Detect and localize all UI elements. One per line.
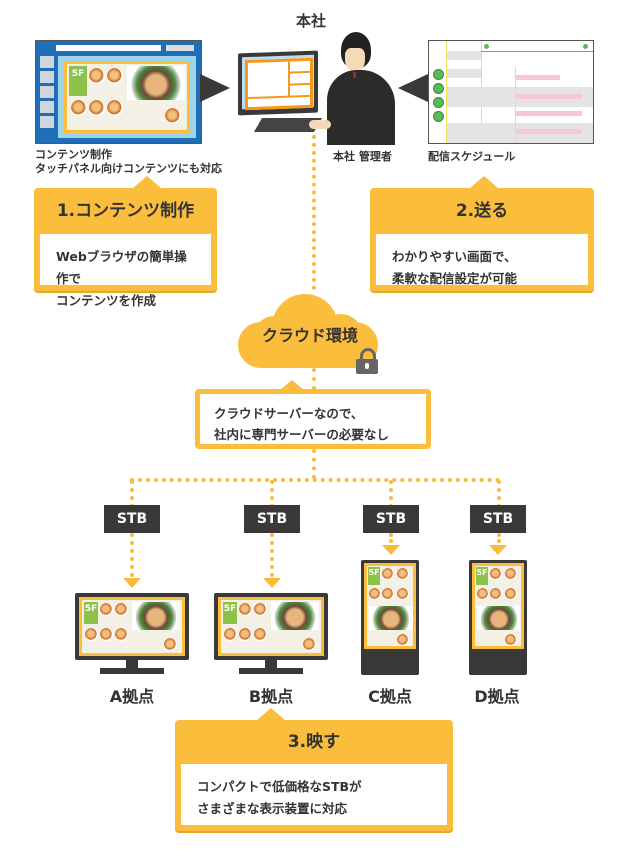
sign-floor-badge: 5F xyxy=(84,602,98,624)
schedule-bar xyxy=(516,75,560,80)
step-title: 2.送る xyxy=(455,201,509,221)
manager-tie xyxy=(353,72,356,78)
schedule-dot xyxy=(433,97,444,108)
connector-hq-cloud xyxy=(312,135,316,290)
arrow-down-icon xyxy=(489,545,507,555)
address-bar xyxy=(56,45,161,51)
monitor-base-a xyxy=(100,668,164,674)
connector-d xyxy=(497,480,501,508)
sign-floor-badge: 5F xyxy=(69,66,87,96)
editor-canvas: 5F xyxy=(58,56,196,138)
display-a: 5F xyxy=(75,593,189,660)
stb-box-c: STB xyxy=(363,505,419,533)
step-body: わかりやすい画面で、 柔軟な配信設定が可能 xyxy=(376,234,588,286)
step-body: Webブラウザの簡単操作で コンテンツを作成 xyxy=(40,234,211,308)
search-bar xyxy=(166,45,194,51)
step-body-line: Webブラウザの簡単操作で xyxy=(56,249,187,286)
manager-hand xyxy=(309,120,331,129)
site-label-b: B拠点 xyxy=(248,687,294,706)
sign-floor-badge: 5F xyxy=(368,567,380,585)
display-d: 5F xyxy=(469,560,527,675)
cloud-info-line: クラウドサーバーなので、 xyxy=(214,406,364,421)
cloud-title: クラウド環境 xyxy=(262,326,359,345)
step-card-3: 3.映す コンパクトで低価格なSTBが さまざまな表示装置に対応 xyxy=(175,708,453,831)
stb-box-b: STB xyxy=(244,505,300,533)
step-card-1: 1.コンテンツ制作 Webブラウザの簡単操作で コンテンツを作成 xyxy=(34,176,217,308)
connector-c xyxy=(389,480,393,508)
display-c: 5F xyxy=(361,560,419,675)
arrow-down-icon xyxy=(382,545,400,555)
schedule-bar xyxy=(516,129,582,134)
editor-pointer xyxy=(200,74,230,102)
content-caption-1: コンテンツ制作 xyxy=(35,148,112,161)
schedule-bar xyxy=(516,111,582,116)
timeline-end-dot xyxy=(583,44,588,49)
site-label-d: D拠点 xyxy=(474,687,520,706)
timeline-start-dot xyxy=(484,44,489,49)
pc-screen-layout xyxy=(245,57,313,111)
manager-label: 本社 管理者 xyxy=(333,150,392,163)
cloud-info-line: 社内に専門サーバーの必要なし xyxy=(214,427,389,442)
stb-box-a: STB xyxy=(104,505,160,533)
connector-b xyxy=(270,480,274,508)
connector-cloud-tree xyxy=(312,449,316,479)
cloud-shape xyxy=(238,288,378,368)
schedule-dot xyxy=(433,69,444,80)
monitor-base-b xyxy=(239,668,303,674)
connector-a xyxy=(130,480,134,508)
content-editor-window: 5F xyxy=(35,40,202,144)
schedule-dot xyxy=(433,111,444,122)
padlock-icon xyxy=(356,348,378,374)
stb-box-d: STB xyxy=(470,505,526,533)
sign-floor-badge: 5F xyxy=(476,567,488,585)
arrow-down-icon xyxy=(123,578,141,588)
site-label-a: A拠点 xyxy=(109,687,155,706)
manager-figure xyxy=(309,30,395,145)
site-label-c: C拠点 xyxy=(368,687,412,706)
step-title: 3.映す xyxy=(287,732,341,752)
sign-preview: 5F xyxy=(64,61,190,133)
schedule-window xyxy=(428,40,594,144)
hq-pc-monitor xyxy=(238,50,318,116)
schedule-caption: 配信スケジュール xyxy=(428,150,516,163)
step-body-line: わかりやすい画面で、 xyxy=(392,249,517,264)
step-title: 1.コンテンツ制作 xyxy=(56,201,195,221)
monitor-stand-b xyxy=(265,660,277,668)
monitor-stand-a xyxy=(126,660,138,668)
connector-d-2 xyxy=(497,533,501,543)
connector-b-2 xyxy=(270,533,274,577)
editor-sidebar xyxy=(40,56,54,138)
step-body-line: コンテンツを作成 xyxy=(56,293,157,308)
connector-cloud-box xyxy=(312,368,316,390)
step-body-line: さまざまな表示装置に対応 xyxy=(197,801,348,816)
step-body-line: コンパクトで低価格なSTBが xyxy=(197,779,362,794)
manager-face xyxy=(345,48,365,72)
content-caption-2: タッチパネル向けコンテンツにも対応 xyxy=(35,162,222,175)
connector-c-2 xyxy=(389,533,393,543)
connector-a-2 xyxy=(130,533,134,577)
sign-floor-badge: 5F xyxy=(223,602,237,624)
schedule-bar xyxy=(516,94,582,99)
step-body: コンパクトで低価格なSTBが さまざまな表示装置に対応 xyxy=(181,764,447,825)
cloud-info-box: クラウドサーバーなので、 社内に専門サーバーの必要なし xyxy=(195,380,431,449)
hq-title: 本社 xyxy=(296,12,327,30)
display-b: 5F xyxy=(214,593,328,660)
step-body-line: 柔軟な配信設定が可能 xyxy=(392,271,518,286)
connector-branch xyxy=(130,478,500,482)
schedule-dot xyxy=(433,83,444,94)
step-card-2: 2.送る わかりやすい画面で、 柔軟な配信設定が可能 xyxy=(370,176,594,291)
manager-body xyxy=(327,70,395,145)
arrow-down-icon xyxy=(263,578,281,588)
schedule-pointer xyxy=(398,74,428,102)
